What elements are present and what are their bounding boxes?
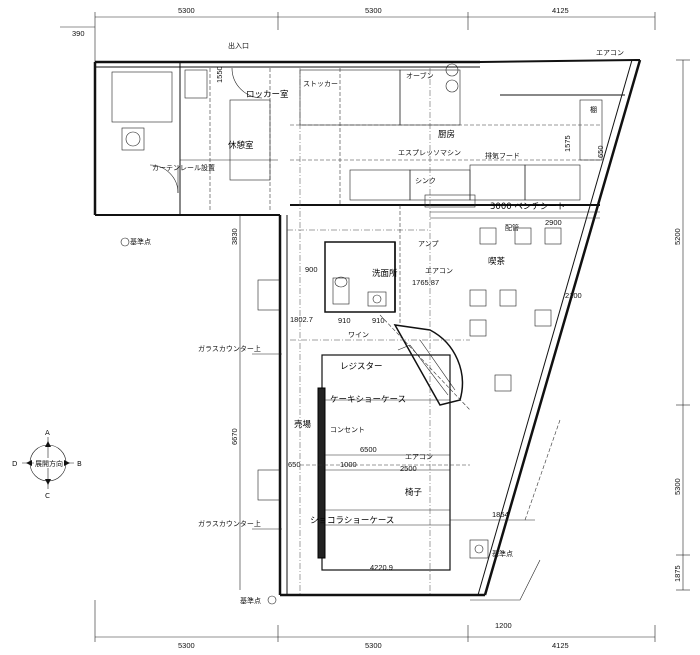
room-register: レジスター bbox=[340, 362, 383, 372]
compass-a: A bbox=[45, 429, 50, 437]
label-entrance: 出入口 bbox=[228, 41, 249, 50]
label-aircon-top: エアコン bbox=[596, 49, 624, 57]
dim-650a: 650 bbox=[288, 460, 301, 469]
right-dimension-group: 5200 5300 1875 bbox=[673, 59, 690, 591]
dim-2100: 650 bbox=[596, 145, 605, 158]
sales-floor: レジスター ケーキショーケース 売場 ショコラショーケース 650 1000 6… bbox=[288, 354, 470, 572]
label-pipe: 配管 bbox=[505, 223, 519, 232]
label-aircon-lower: エアコン bbox=[405, 453, 433, 461]
left-annotations: 3830 6670 ガラスカウンター上 ガラスカウンター上 650 bbox=[198, 215, 282, 590]
bottom-dim-3: 4125 bbox=[552, 641, 569, 650]
label-espresso: エスプレッソマシン bbox=[398, 149, 461, 157]
dim-2500: 2500 bbox=[400, 464, 417, 473]
label-base-point-1: 基準点 bbox=[130, 237, 151, 246]
cafe-area: 3000 ベンチシート 喫茶 エアコン 1765.87 2900 2100 15… bbox=[412, 202, 600, 392]
label-amp: アンプ bbox=[418, 240, 439, 248]
label-aircon-mid: エアコン bbox=[425, 267, 453, 275]
dim-1200a: 2900 bbox=[545, 218, 562, 227]
label-bench-seat: 3000 ベンチシート bbox=[490, 202, 565, 212]
label-oven: オーブン bbox=[406, 71, 434, 80]
dim-1854: 1854 bbox=[492, 510, 509, 519]
label-shelf: 棚 bbox=[590, 105, 597, 114]
dim-2900: 1575 bbox=[563, 135, 572, 152]
dim-3830: 3830 bbox=[230, 228, 239, 245]
dim-900a: 900 bbox=[305, 265, 318, 274]
dim-1765: 1765.87 bbox=[412, 278, 439, 287]
curved-display bbox=[379, 314, 471, 411]
dim-6670: 6670 bbox=[230, 428, 239, 445]
label-glass-counter-1: ガラスカウンター上 bbox=[198, 344, 261, 353]
bottom-dimension-group: 5300 5300 4125 bbox=[94, 600, 656, 650]
right-dim-1: 5200 bbox=[673, 228, 682, 245]
structure-lines bbox=[287, 68, 470, 595]
label-base-point-2: 基準点 bbox=[492, 549, 513, 558]
label-base-point-3: 基準点 bbox=[240, 596, 261, 605]
top-dim-2: 5300 bbox=[365, 6, 382, 15]
compass-b: B bbox=[77, 460, 82, 468]
facade-details: 1854 基準点 1200 エアコン 基準点 bbox=[240, 419, 561, 630]
room-kitchen: 厨房 bbox=[438, 129, 455, 140]
compass-c: C bbox=[45, 492, 50, 500]
dim-4220: 4220.9 bbox=[370, 563, 393, 572]
label-cake-case: ケーキショーケース bbox=[330, 395, 406, 405]
label-curtain-rail: カーテンレール設置 bbox=[152, 163, 215, 172]
dim-6500: 6500 bbox=[360, 445, 377, 454]
dim-910b: 910 bbox=[372, 316, 385, 325]
top-dimension-group: 5300 5300 4125 390 bbox=[60, 6, 656, 62]
right-dim-3: 1875 bbox=[673, 565, 682, 582]
dim-1802: 1802.7 bbox=[290, 315, 313, 324]
top-dim-small: 390 bbox=[72, 29, 85, 38]
label-sink: シンク bbox=[415, 177, 436, 185]
label-glass-counter-2: ガラスカウンター上 bbox=[198, 519, 261, 528]
orientation-compass: A C D B 展開方向 bbox=[12, 429, 82, 500]
cafe-tables bbox=[469, 227, 562, 392]
dim-1200b: 2100 bbox=[565, 291, 582, 300]
top-dim-1: 5300 bbox=[178, 6, 195, 15]
room-sales-floor: 売場 bbox=[294, 419, 312, 430]
outer-walls bbox=[93, 59, 642, 597]
right-dim-2: 5300 bbox=[673, 478, 682, 495]
dim-1550: 1550 bbox=[215, 66, 224, 83]
bottom-dim-1: 5300 bbox=[178, 641, 195, 650]
bottom-dim-2: 5300 bbox=[365, 641, 382, 650]
label-stocker: ストッカー bbox=[303, 80, 338, 88]
room-gallery: 喫茶 bbox=[488, 256, 506, 267]
room-washroom: 洗面所 bbox=[372, 268, 398, 279]
room-locker: ロッカー室 bbox=[246, 89, 289, 100]
label-wine: ワイン bbox=[348, 331, 369, 339]
dim-1575: 1200 bbox=[495, 621, 512, 630]
room-rest: 休憩室 bbox=[228, 140, 254, 151]
kitchen-area: 厨房 オーブン エスプレッソマシン 排気フード ストッカー シンク エアコン 1… bbox=[228, 41, 624, 208]
dim-910a: 910 bbox=[338, 316, 351, 325]
room-seating: 椅子 bbox=[405, 487, 423, 498]
service-rooms: ロッカー室 休憩室 カーテンレール設置 基準点 1550 bbox=[111, 66, 289, 247]
label-outlet: コンセント bbox=[330, 426, 365, 434]
washroom: 洗面所 アンプ 900 910 910 1802.7 ワイン bbox=[290, 240, 439, 339]
top-dim-3: 4125 bbox=[552, 6, 569, 15]
label-chocolate-case: ショコラショーケース bbox=[310, 516, 394, 526]
compass-d: D bbox=[12, 460, 17, 468]
dim-1000: 1000 bbox=[340, 460, 357, 469]
label-hood: 排気フード bbox=[485, 151, 520, 160]
compass-caption: 展開方向 bbox=[35, 459, 63, 468]
